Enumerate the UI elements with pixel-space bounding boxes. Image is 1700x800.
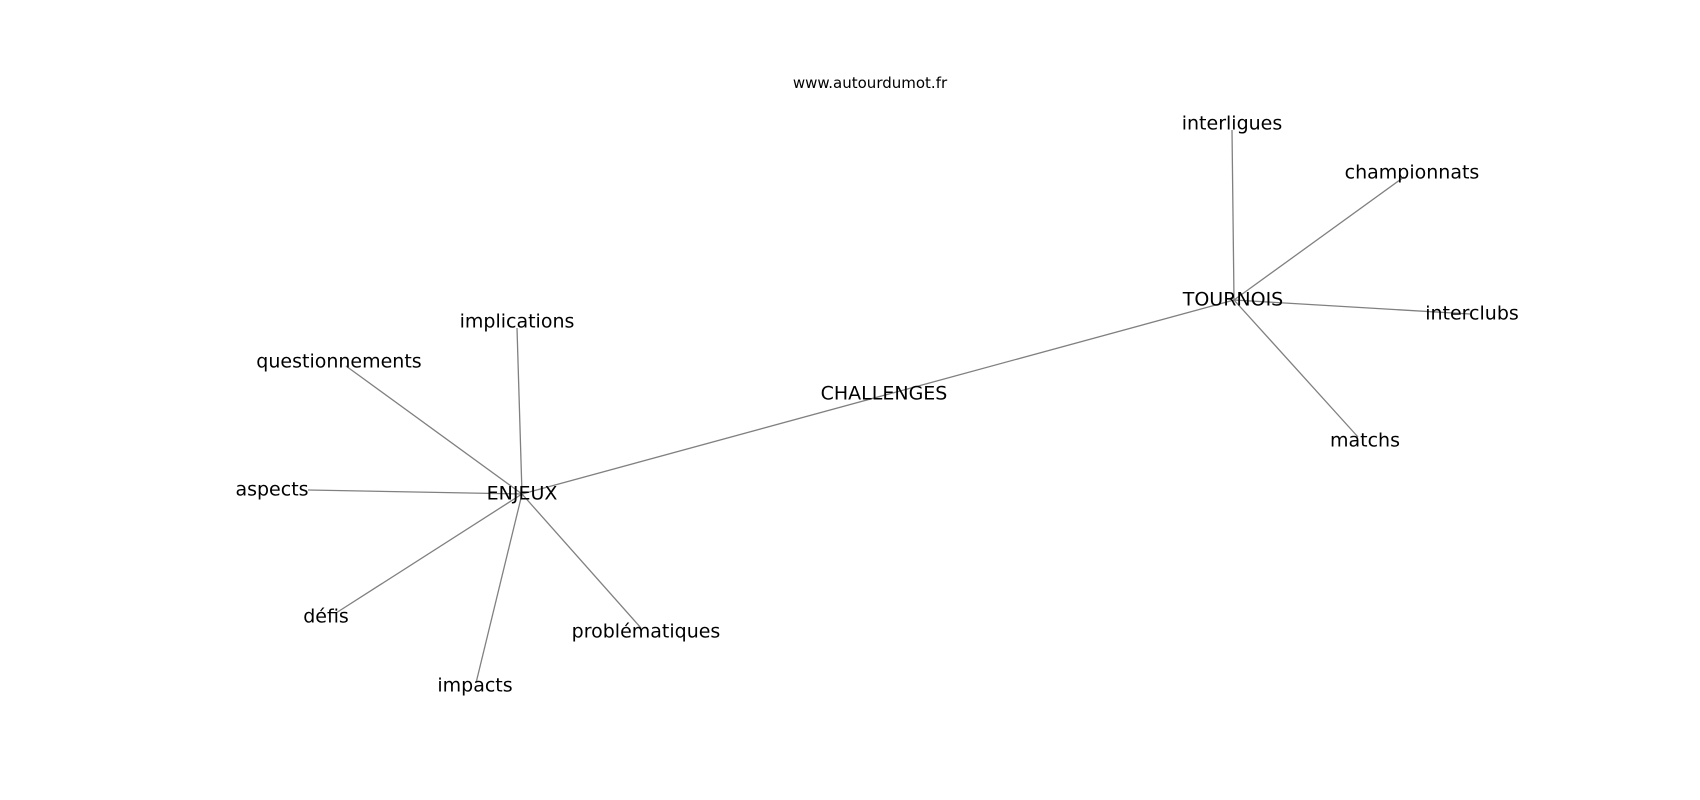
node-label-tournois[interactable]: TOURNOIS bbox=[1182, 289, 1284, 311]
node-label-impacts[interactable]: impacts bbox=[437, 675, 512, 697]
edge-enjeux-questionnements bbox=[345, 365, 523, 495]
node-label-problematiques[interactable]: problématiques bbox=[572, 621, 721, 643]
node-label-interclubs[interactable]: interclubs bbox=[1425, 303, 1519, 325]
node-label-implications[interactable]: implications bbox=[460, 311, 575, 333]
graph-edges bbox=[307, 129, 1471, 684]
edge-tournois-interclubs bbox=[1233, 299, 1471, 315]
node-label-matchs[interactable]: matchs bbox=[1330, 430, 1400, 452]
edge-enjeux-tournois bbox=[521, 299, 1235, 495]
node-label-challenges[interactable]: CHALLENGES bbox=[821, 383, 948, 405]
edge-tournois-championnats bbox=[1233, 176, 1405, 301]
edge-tournois-matchs bbox=[1233, 299, 1359, 438]
node-label-enjeux[interactable]: ENJEUX bbox=[487, 483, 558, 505]
edge-enjeux-aspects bbox=[307, 489, 523, 495]
node-label-championnats[interactable]: championnats bbox=[1345, 162, 1480, 184]
node-label-aspects[interactable]: aspects bbox=[235, 479, 308, 501]
watermark-text: www.autourdumot.fr bbox=[793, 74, 948, 92]
graph-labels: CHALLENGES ENJEUX TOURNOIS implications ques… bbox=[235, 113, 1518, 697]
node-label-interligues[interactable]: interligues bbox=[1182, 113, 1283, 135]
node-label-defis[interactable]: défis bbox=[303, 606, 349, 628]
edge-tournois-interligues bbox=[1231, 129, 1235, 301]
node-label-questionnements[interactable]: questionnements bbox=[256, 351, 421, 373]
edge-enjeux-implications bbox=[516, 327, 523, 495]
edge-enjeux-problematiques bbox=[521, 493, 642, 629]
edge-enjeux-defis bbox=[335, 493, 523, 614]
edge-enjeux-impacts bbox=[475, 493, 523, 684]
